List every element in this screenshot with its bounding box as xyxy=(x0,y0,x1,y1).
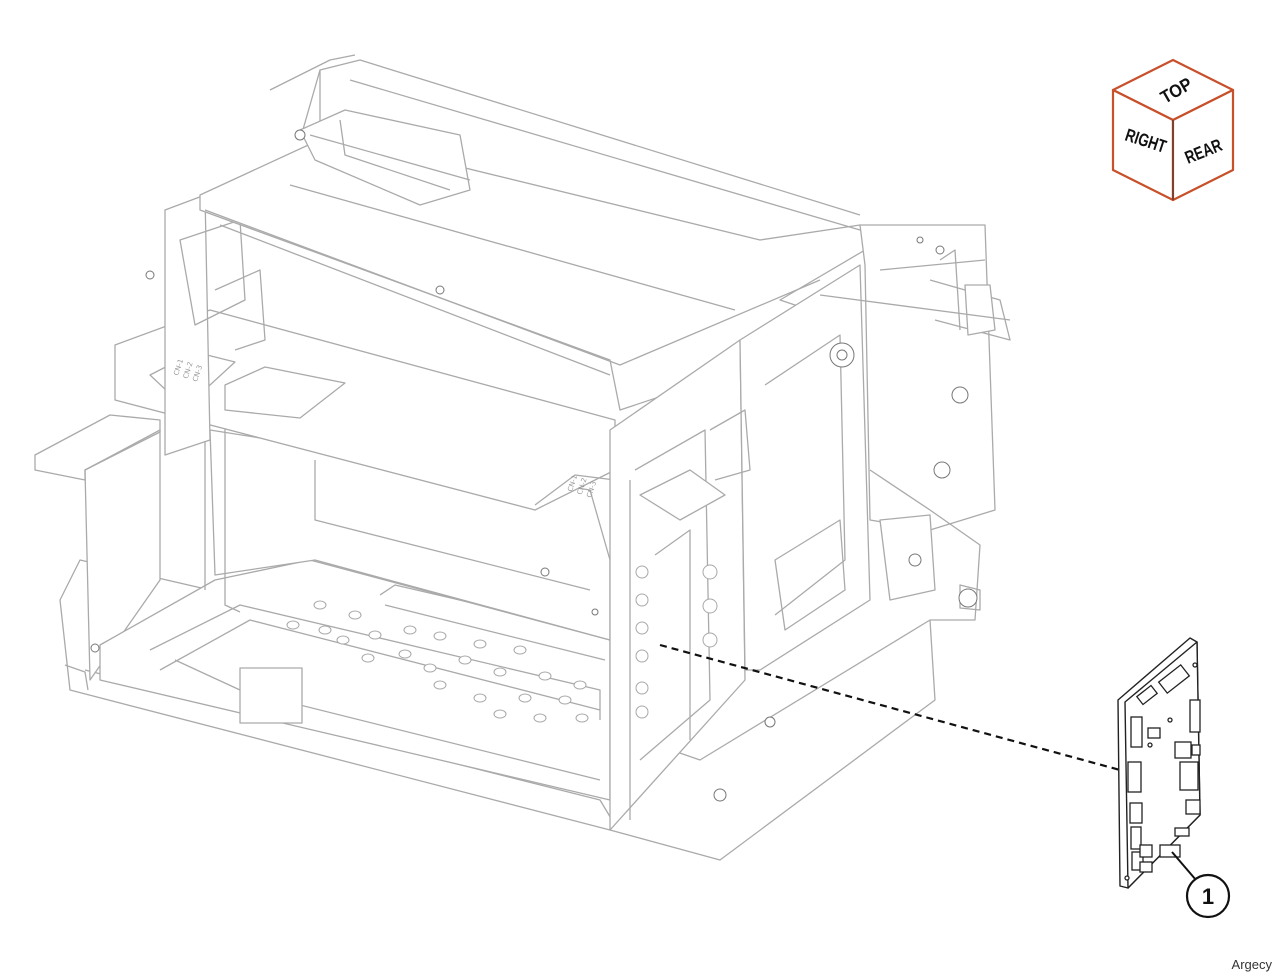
callout-1-number: 1 xyxy=(1202,884,1214,909)
floor-holes xyxy=(286,600,589,723)
leader-line xyxy=(659,643,1121,772)
controller-board[interactable] xyxy=(1117,637,1201,889)
gear-bosses xyxy=(90,129,978,802)
watermark-text: Argecy xyxy=(1231,957,1272,972)
orientation-cube: TOP RIGHT REAR xyxy=(1111,58,1235,202)
upright-holes xyxy=(635,564,718,719)
right-connector-tags: CN-1 CN-2 CN-3 xyxy=(566,474,598,499)
printer-frame: CN-1 CN-2 CN-3 CN-1 CN-2 CN-3 xyxy=(34,54,1011,861)
callout-1-leader xyxy=(1171,851,1197,881)
callout-1[interactable]: 1 xyxy=(1171,851,1231,919)
callout-1-circle xyxy=(1185,873,1231,919)
